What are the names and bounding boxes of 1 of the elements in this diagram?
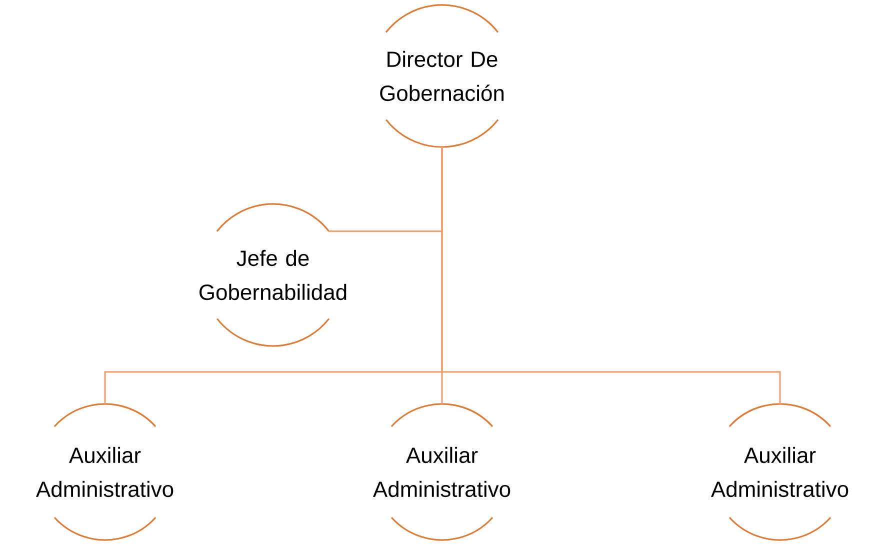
connector-line — [441, 146, 781, 404]
